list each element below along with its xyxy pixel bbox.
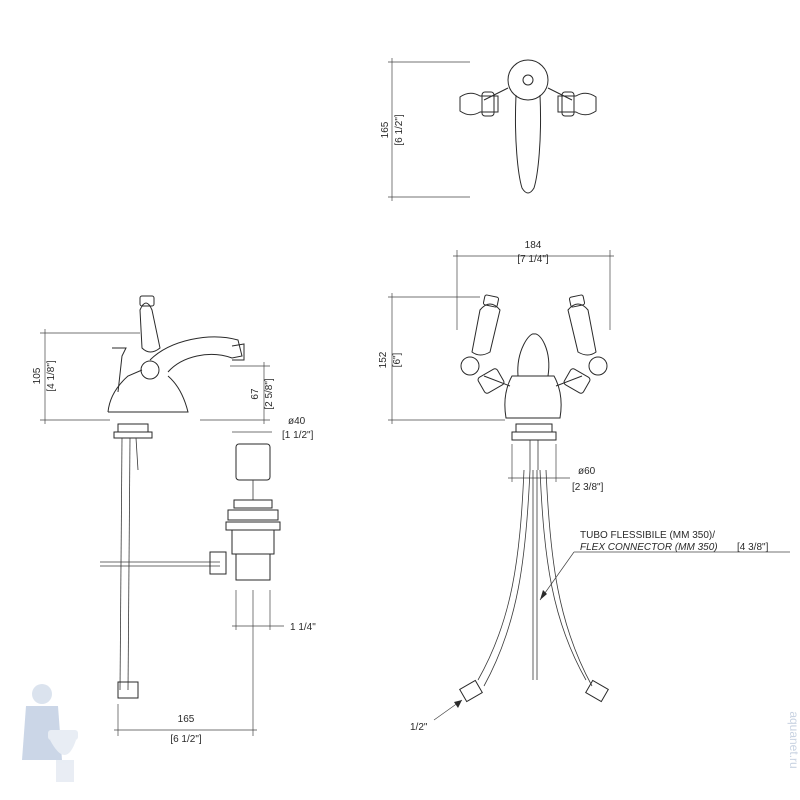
watermark-text: aquanet.ru (787, 711, 800, 768)
front-dim-height-mm: 152 (378, 351, 389, 368)
side-dim-height-mm: 105 (32, 367, 43, 384)
front-dim-width-mm: 184 (525, 240, 542, 251)
top-dim-height-mm: 165 (380, 121, 391, 138)
side-dim-waste-thread: 1 1/4" (290, 622, 316, 633)
front-dim-height-in: [6"] (392, 352, 403, 367)
plumber-mascot-icon (22, 684, 78, 782)
front-dim-base-dia-mm: ø60 (578, 466, 596, 477)
top-dim-height-in: [6 1/2"] (394, 114, 405, 146)
connector-thread: 1/2" (410, 722, 428, 733)
top-view: 165 [6 1/2"] (380, 58, 597, 201)
front-view: 184 [7 1/4"] 152 [6"] ø60 [2 3/8"] (378, 240, 790, 733)
flex-label-it: TUBO FLESSIBILE (MM 350)/ (580, 530, 715, 541)
side-dim-spout-in: [2 5/8"] (264, 378, 275, 410)
flex-label-in: [4 3/8"] (737, 542, 769, 553)
side-dim-waste-dia-in: [1 1/2"] (282, 430, 314, 441)
flex-label-en: FLEX CONNECTOR (MM 350) (580, 542, 718, 553)
side-dim-spout-mm: 67 (250, 388, 261, 400)
side-dim-height-in: [4 1/8"] (46, 360, 57, 392)
side-dim-waste-dia-mm: ø40 (288, 416, 306, 427)
front-dim-width-in: [7 1/4"] (517, 254, 549, 265)
watermark: aquanet.ru (22, 684, 800, 782)
side-dim-depth-in: [6 1/2"] (170, 734, 202, 745)
front-dim-base-dia-in: [2 3/8"] (572, 482, 604, 493)
side-view: 105 [4 1/8"] 67 [2 5/8"] ø40 [1 (32, 295, 316, 745)
side-dim-depth-mm: 165 (178, 714, 195, 725)
